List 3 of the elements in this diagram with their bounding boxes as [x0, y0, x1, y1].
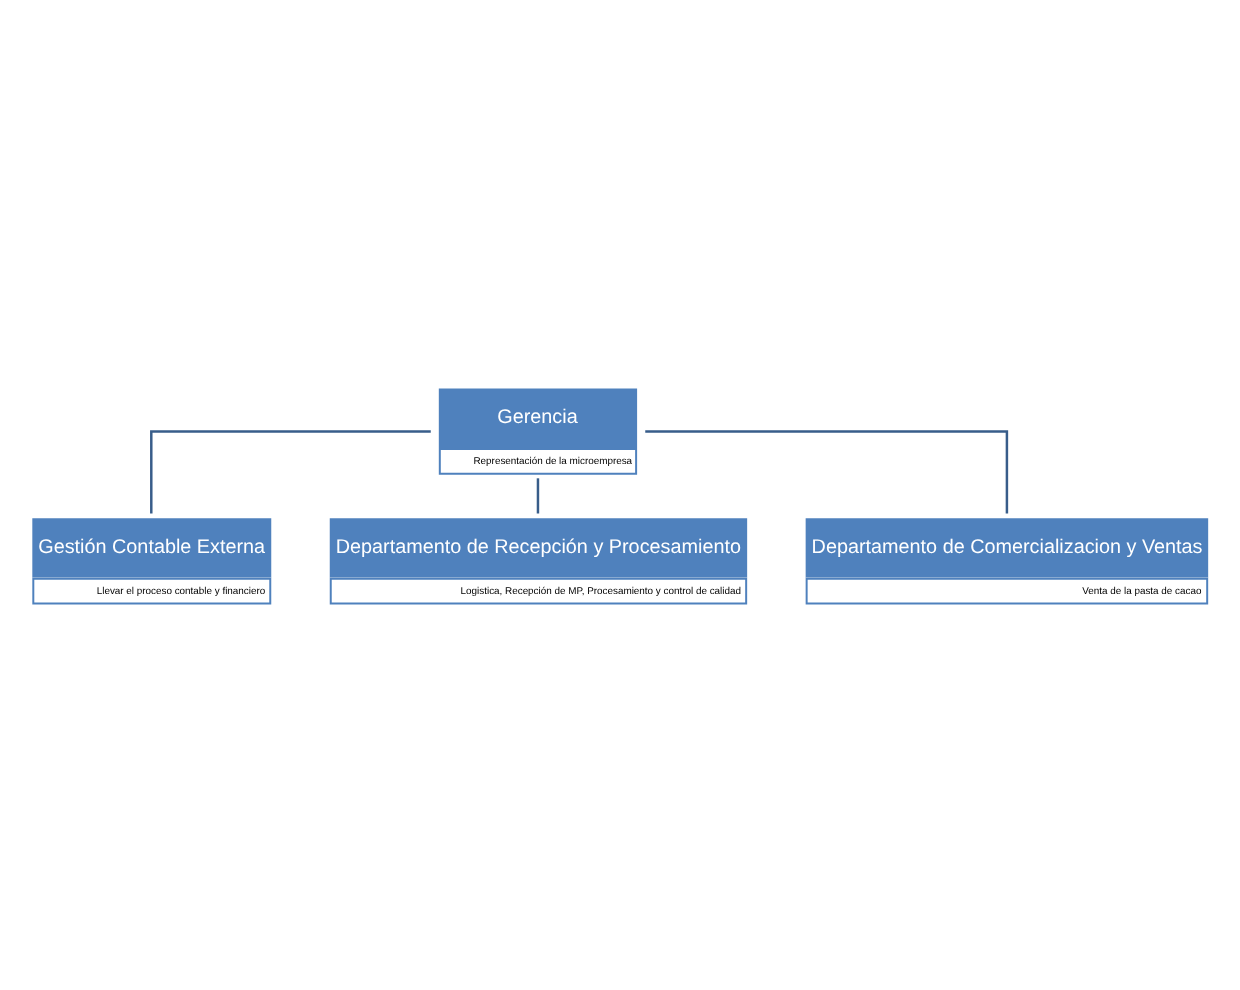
connector — [536, 477, 540, 513]
connector — [150, 429, 431, 513]
connector — [645, 429, 1009, 513]
